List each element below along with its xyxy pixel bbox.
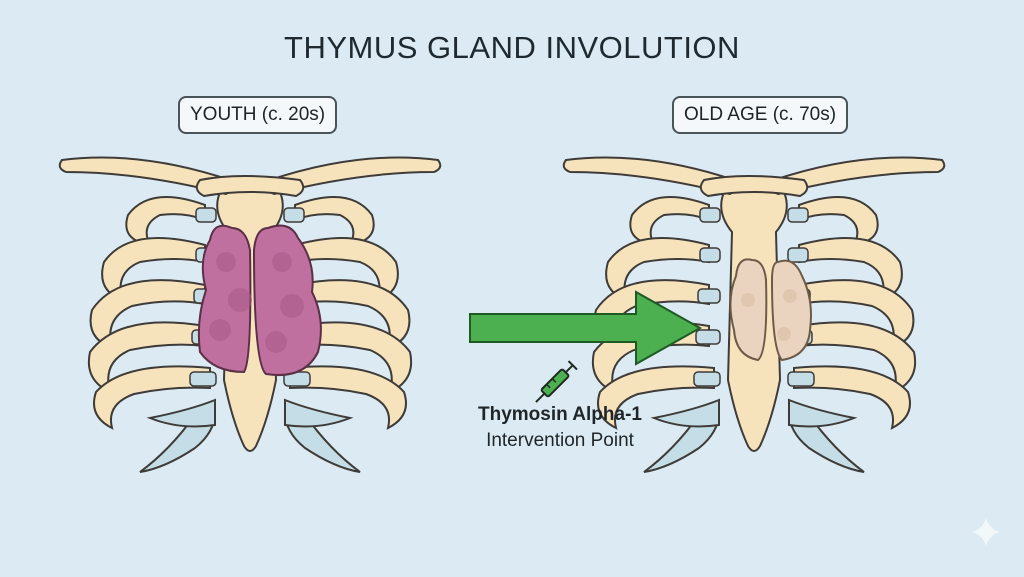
intervention-name: Thymosin Alpha-1 — [478, 404, 642, 425]
sparkle-icon — [972, 518, 1000, 546]
old-age-thymus — [729, 258, 812, 362]
youth-stage-label: YOUTH (c. 20s) — [178, 96, 338, 134]
intervention-description: Intervention Point — [486, 430, 634, 451]
syringe-icon — [535, 360, 578, 403]
old-age-stage-label: OLD AGE (c. 70s) — [672, 96, 849, 134]
diagram-title: THYMUS GLAND INVOLUTION — [284, 30, 740, 65]
youth-thymus — [197, 224, 322, 376]
progression-arrow — [469, 290, 703, 366]
